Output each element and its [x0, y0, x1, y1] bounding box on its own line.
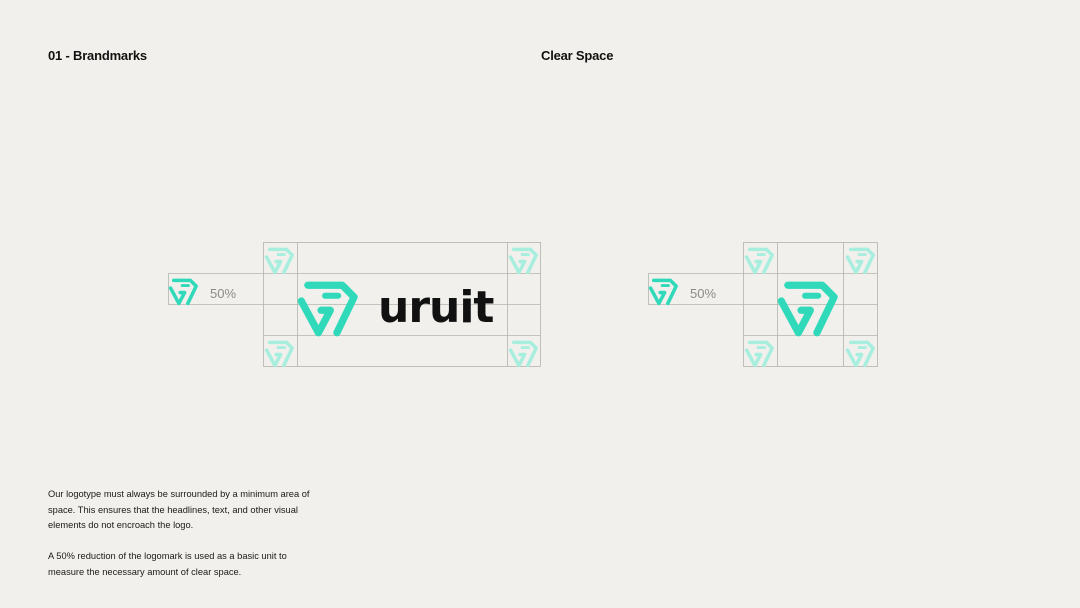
guide-grid — [168, 242, 541, 367]
description-paragraph: Our logotype must always be surrounded b… — [48, 489, 310, 530]
uruit-wordmark: uruit — [378, 282, 494, 333]
logotype-clear-space-diagram: 50% uruit — [168, 242, 541, 368]
guide-grid — [648, 242, 878, 367]
uruit-logomark-icon — [301, 285, 354, 333]
reduced-logomark-icon — [168, 278, 198, 306]
reduced-logomark-icon — [648, 278, 678, 306]
clear-space-title: Clear Space — [541, 48, 614, 63]
reduction-label: 50% — [690, 286, 716, 301]
logomark-clear-space-diagram: 50% — [648, 242, 878, 368]
reduction-label: 50% — [210, 286, 236, 301]
section-title: 01 - Brandmarks — [48, 48, 147, 63]
description-paragraph: A 50% reduction of the logomark is used … — [48, 551, 287, 577]
uruit-logomark-icon — [781, 285, 834, 333]
